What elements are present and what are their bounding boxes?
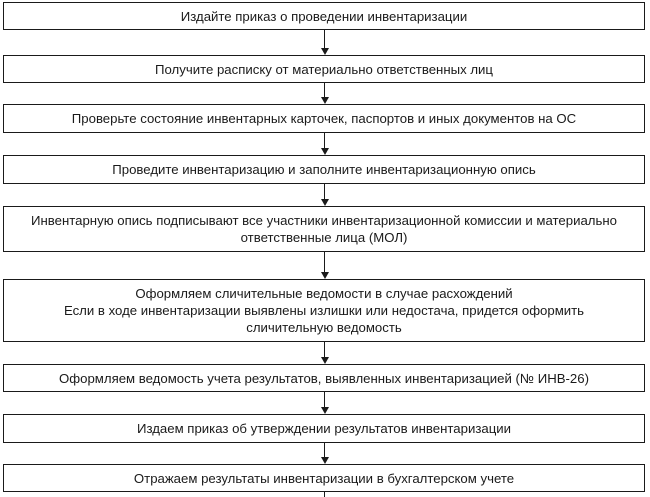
step-8-text: Издаем приказ об утверждении результатов… bbox=[136, 421, 512, 436]
step-5-text-line-2: ответственные лица (МОЛ) bbox=[240, 230, 408, 245]
step-6-text-line-1: Оформляем сличительные ведомости в случа… bbox=[135, 286, 513, 301]
step-2-text: Получите расписку от материально ответст… bbox=[155, 61, 493, 77]
step-6-box: Оформляем сличительные ведомости в случа… bbox=[3, 279, 645, 342]
step-1-text: Издайте приказ о проведении инвентаризац… bbox=[180, 8, 468, 24]
step-9-text: Отражаем результаты инвентаризации в бух… bbox=[133, 470, 515, 486]
step-5-box: Инвентарную опись подписывают все участн… bbox=[3, 206, 645, 252]
step-5-text-line-1: Инвентарную опись подписывают все участн… bbox=[31, 213, 617, 228]
step-7-box: Оформляем ведомость учета результатов, в… bbox=[3, 364, 645, 392]
step-9-box: Отражаем результаты инвентаризации в бух… bbox=[3, 464, 645, 492]
step-3-text: Проверьте состояние инвентарных карточек… bbox=[71, 111, 577, 126]
step-6-text-line-3: сличительную ведомость bbox=[246, 320, 402, 335]
step-7-text: Оформляем ведомость учета результатов, в… bbox=[59, 370, 589, 386]
step-1-box: Издайте приказ о проведении инвентаризац… bbox=[3, 2, 645, 30]
continuation-line bbox=[324, 492, 326, 497]
step-4-text: Проведите инвентаризацию и заполните инв… bbox=[112, 162, 536, 177]
step-3-box: Проверьте состояние инвентарных карточек… bbox=[3, 104, 645, 133]
step-6-text-line-2: Если в ходе инвентаризации выявлены изли… bbox=[63, 303, 585, 318]
step-8-box: Издаем приказ об утверждении результатов… bbox=[3, 414, 645, 443]
step-4-box: Проведите инвентаризацию и заполните инв… bbox=[3, 155, 645, 184]
step-2-box: Получите расписку от материально ответст… bbox=[3, 55, 645, 83]
